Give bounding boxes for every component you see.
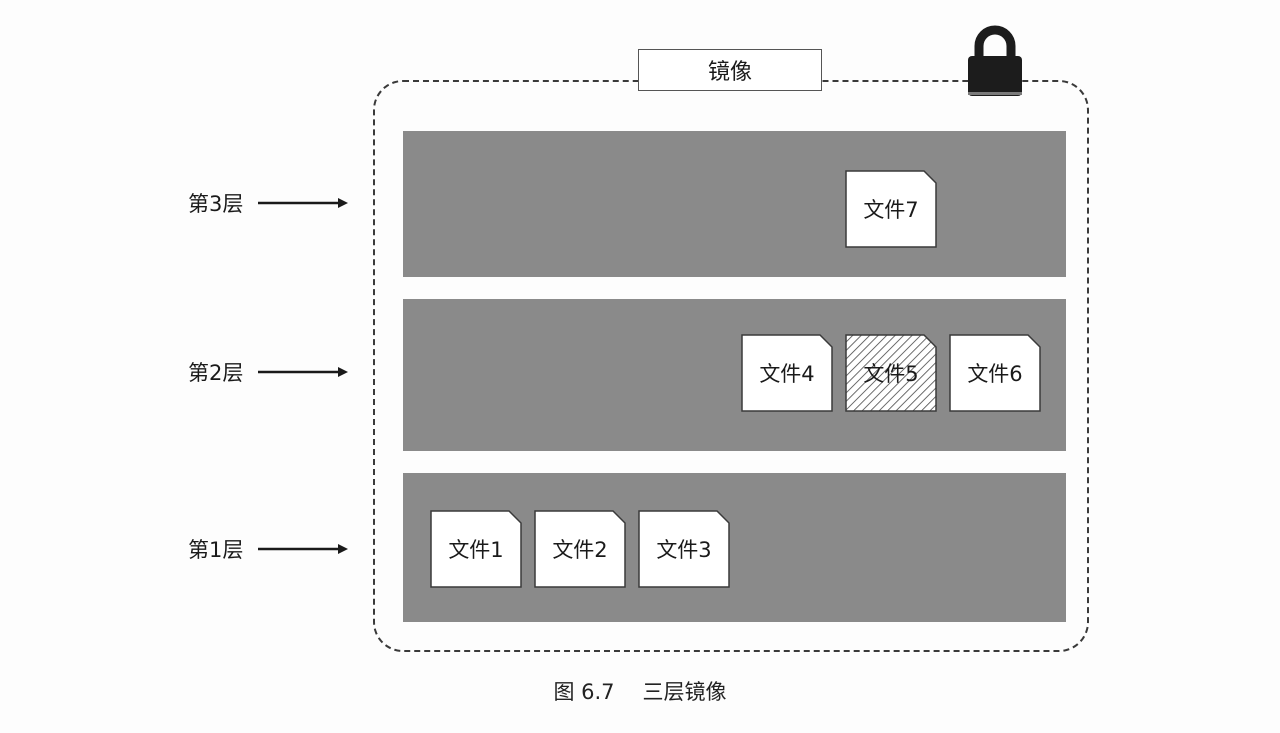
file-label: 文件7 (863, 198, 919, 222)
figure-number: 图 6.7 (553, 680, 615, 704)
figure-caption-text: 三层镜像 (642, 680, 727, 704)
layer-label-text: 第2层 (188, 361, 244, 385)
file-label: 文件6 (967, 362, 1023, 386)
file-1: 文件1 (430, 510, 522, 588)
arrow-right-icon (258, 367, 348, 377)
file-6: 文件6 (949, 334, 1041, 412)
figure-caption: 图 6.7 三层镜像 (0, 676, 1280, 706)
file-4: 文件4 (741, 334, 833, 412)
layer-label-1: 第1层 (188, 534, 348, 564)
arrow-right-icon (258, 544, 348, 554)
file-3: 文件3 (638, 510, 730, 588)
file-7: 文件7 (845, 170, 937, 248)
layer-label-text: 第1层 (188, 538, 244, 562)
file-5-hatched: 文件5 (845, 334, 937, 412)
lock-icon (968, 25, 1022, 96)
file-2: 文件2 (534, 510, 626, 588)
layer-3-band (403, 131, 1066, 277)
arrow-right-icon (258, 198, 348, 208)
image-title: 镜像 (707, 60, 752, 85)
layer-label-2: 第2层 (188, 357, 348, 387)
image-title-box: 镜像 (638, 49, 822, 91)
file-label: 文件1 (448, 538, 504, 562)
file-label: 文件3 (656, 538, 712, 562)
layer-label-3: 第3层 (188, 188, 348, 218)
file-label: 文件4 (759, 362, 815, 386)
file-label: 文件2 (552, 538, 608, 562)
layer-label-text: 第3层 (188, 192, 244, 216)
file-label: 文件5 (863, 362, 919, 386)
